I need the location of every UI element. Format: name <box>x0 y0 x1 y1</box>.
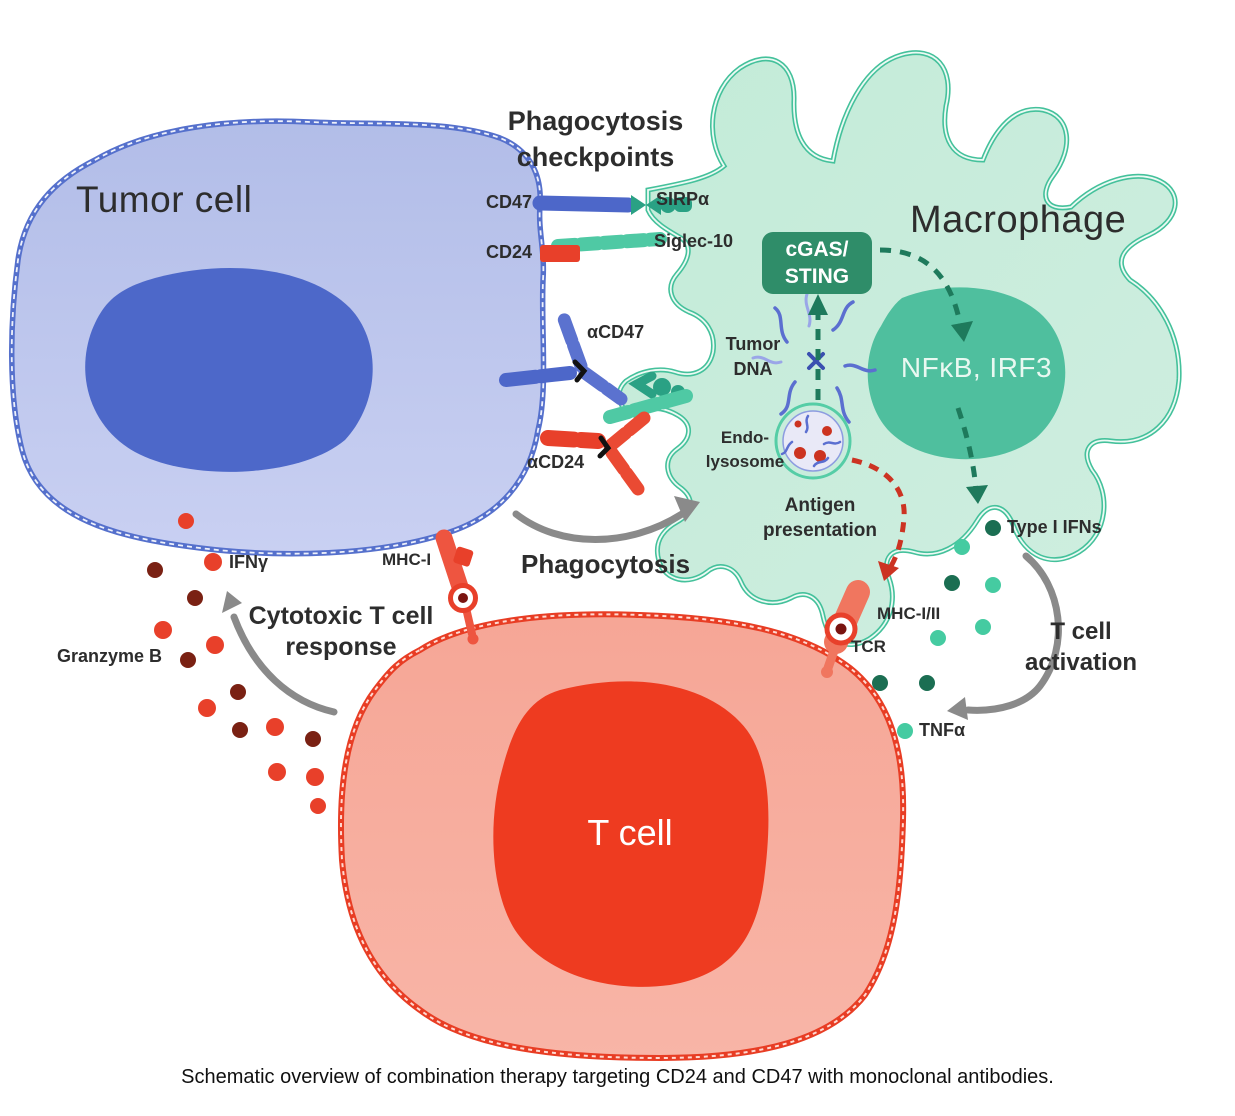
cd47-sirpa-checkpoint <box>532 195 692 215</box>
macrophage-cell <box>616 50 1182 647</box>
figure-caption: Schematic overview of combination therap… <box>181 1066 1054 1088</box>
type-i-ifns-label: Type I IFNs <box>1007 517 1102 537</box>
siglec10-label: Siglec-10 <box>654 231 734 251</box>
tumor-cell <box>9 118 547 557</box>
siglec10-receptor-bar <box>551 232 667 253</box>
acd47-fab-arm-down <box>578 366 628 406</box>
t-cell-nucleus <box>493 681 769 987</box>
cgas-line2: STING <box>784 265 850 288</box>
cd47-ligand-bar-2 <box>499 366 577 387</box>
mhc12-label: MHC-I/II <box>877 604 941 623</box>
ifng-label: IFNγ <box>229 552 269 572</box>
acd24-hinge <box>597 435 612 459</box>
cgas-line1: cGAS/ <box>785 237 849 261</box>
acd47-antibody-complex <box>499 312 693 424</box>
acd47-hinge <box>572 359 588 383</box>
tumor-cell-label: Tumor cell <box>76 179 253 220</box>
cd24-label: CD24 <box>486 242 533 262</box>
acd24-label: αCD24 <box>527 452 585 472</box>
antigen-presentation-arrow <box>851 457 907 581</box>
phagocytosis-label: Phagocytosis <box>521 549 691 579</box>
acd24-fab-arm-up <box>603 411 651 453</box>
acd47-fab-arm-up <box>557 312 588 373</box>
tumor-dna-fragments <box>751 292 877 424</box>
endolysosome-label: Endo- lysosome <box>705 428 785 471</box>
cd47-ligand-bar <box>532 195 636 213</box>
cgas-to-nucleus-arrow <box>879 247 973 342</box>
mhc1-tcr-connector <box>435 529 479 645</box>
sirpa-label: SIRPα <box>656 189 710 209</box>
dna-to-cgas-arrow <box>808 294 828 400</box>
cytotoxic-response-label: Cytotoxic T cell response <box>248 602 434 662</box>
ifn-tnf-dots <box>872 520 1001 739</box>
t-cell-activation-arrow <box>947 552 1062 720</box>
antigen-presentation-label: Antigen presentation <box>762 495 878 541</box>
cgas-sting-box: cGAS/ STING <box>762 232 872 294</box>
endolysosome-debris-dots <box>794 420 832 462</box>
cytotoxic-response-arrow <box>222 591 338 716</box>
tumor-membrane-inner-line <box>10 120 545 555</box>
nfkb-irf3-label: NFκB, IRF3 <box>900 352 1053 383</box>
granzyme-b-label: Granzyme B <box>57 646 163 666</box>
cd24-ligand-bar-2 <box>540 430 606 449</box>
tcr-label: TCR <box>851 637 886 656</box>
mhc1-label: MHC-I <box>382 550 432 569</box>
endolysosome <box>774 402 852 480</box>
tumor-dna-label: Tumor DNA <box>725 334 781 380</box>
endolysosome-dna-bits <box>780 414 842 468</box>
acd24-antibody-complex <box>540 411 651 496</box>
t-cell-activation-label: T cell activation <box>1024 618 1138 677</box>
siglec10-receptor-bar-2 <box>603 389 693 424</box>
phagocytosis-checkpoints-title: Phagocytosis checkpoints <box>507 106 684 173</box>
macrophage-nucleus <box>867 287 1066 460</box>
tnfa-label: TNFα <box>919 720 966 740</box>
sirpa-receptor-beads <box>631 195 692 215</box>
granzyme-ifng-dots <box>147 513 326 814</box>
acd47-label: αCD47 <box>587 322 645 342</box>
macrophage-label: Macrophage <box>910 199 1127 241</box>
cd47-label: CD47 <box>486 192 533 212</box>
cd24-ligand-bar <box>540 245 580 262</box>
acd24-fab-arm-down <box>605 446 645 496</box>
dna-center-mark <box>807 352 825 370</box>
phagocytosis-arrow <box>512 496 700 543</box>
tumor-nucleus <box>85 268 373 472</box>
cd24-siglec10-checkpoint <box>540 232 667 262</box>
t-cell <box>337 611 907 1062</box>
t-cell-label: T cell <box>587 812 673 853</box>
t-cell-membrane-inner-line <box>339 613 905 1060</box>
nucleus-to-ifn-arrow <box>955 407 988 504</box>
mhc12-tcr-connector <box>821 580 870 678</box>
